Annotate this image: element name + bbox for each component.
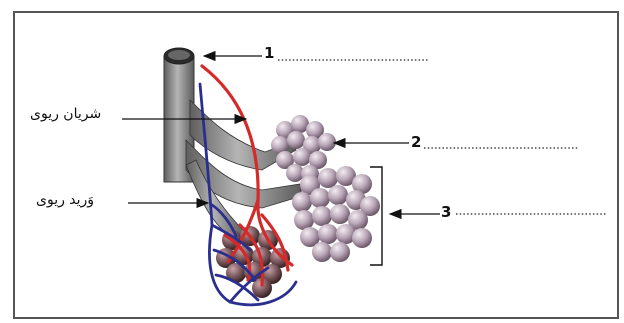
label-pulmonary-artery: شریان ریوی — [30, 106, 101, 122]
label-pulmonary-vein: وَرید ریوی — [36, 192, 94, 208]
label-3: 3 — [441, 203, 451, 221]
label-2: 2 — [411, 133, 421, 151]
label-1: 1 — [264, 44, 274, 62]
